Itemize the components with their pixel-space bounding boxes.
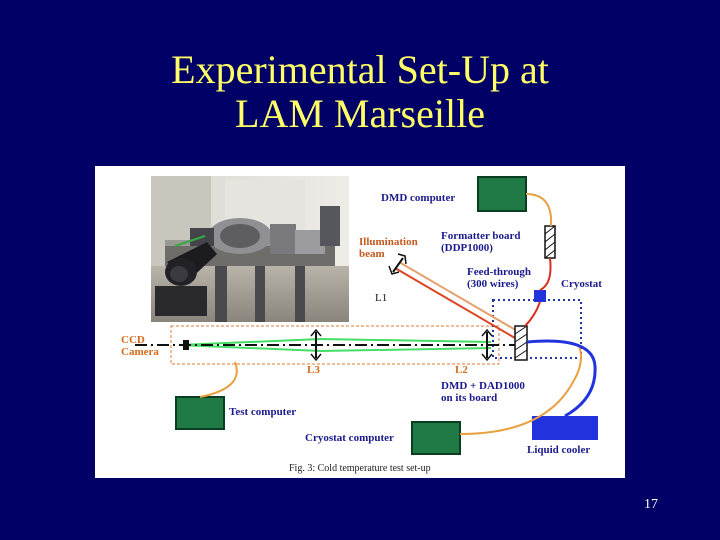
cooling-line [526,339,597,418]
label-ccd-camera: CCD Camera [121,334,159,358]
cryostat-boundary [492,299,582,359]
label-dmd-board: DMD + DAD1000 on its board [441,380,525,404]
label-ccd-line-1: CCD [121,334,145,346]
slide-title-line-1: Experimental Set-Up at [171,47,549,92]
slide-title: Experimental Set-Up at LAM Marseille [0,48,720,136]
cable-dmd-computer [525,193,553,227]
lens-l3 [310,328,322,362]
label-dmd-board-line-1: DMD + DAD1000 [441,380,525,392]
label-feedthrough-line-1: Feed-through [467,266,531,278]
cable-feedthrough [524,301,541,327]
label-formatter-board: Formatter board (DDP1000) [441,230,521,254]
label-illumination-line-2: beam [359,248,385,260]
lens-l1 [388,253,407,275]
label-lens-l2: L2 [455,364,468,376]
beam-outgoing [178,337,492,346]
label-lens-l1: L1 [375,292,388,304]
liquid-cooler [532,416,598,440]
cryostat-computer [411,421,461,455]
dmd-computer [477,176,527,212]
test-computer [175,396,225,430]
label-test-computer: Test computer [229,406,297,418]
feedthrough-connector [534,290,546,302]
label-dmd-board-line-2: on its board [441,392,498,404]
label-cryostat: Cryostat [561,278,602,290]
label-liquid-cooler: Liquid cooler [527,444,591,456]
setup-diagram: DMD computer Formatter board (DDP1000) I… [95,166,625,478]
formatter-board [544,225,556,259]
label-feedthrough-line-2: (300 wires) [467,278,519,290]
label-ccd-line-2: Camera [121,346,159,358]
illumination-beam-upper [394,267,516,339]
slide-title-line-2: LAM Marseille [235,91,485,136]
figure-caption: Fig. 3: Cold temperature test set-up [289,463,431,474]
label-feedthrough: Feed-through (300 wires) [467,266,531,290]
label-formatter-board-line-1: Formatter board [441,230,521,242]
illumination-beam-lower [398,261,520,333]
laboratory-photo [151,176,349,322]
label-formatter-board-line-2: (DDP1000) [441,242,493,254]
slide-number: 17 [644,497,658,512]
lens-l2 [481,328,493,362]
label-dmd-computer: DMD computer [381,192,456,204]
setup-diagram-graphics [135,176,598,455]
label-illumination-line-1: Illumination [359,236,418,248]
label-lens-l3: L3 [307,364,320,376]
cable-test-computer [199,361,238,398]
beam-return [178,344,492,353]
ccd-camera [183,340,189,350]
label-illumination-beam: Illumination beam [359,236,418,260]
label-cryostat-computer: Cryostat computer [305,432,394,444]
cable-cryostat-computer [459,345,582,435]
cable-formatter [539,257,552,291]
